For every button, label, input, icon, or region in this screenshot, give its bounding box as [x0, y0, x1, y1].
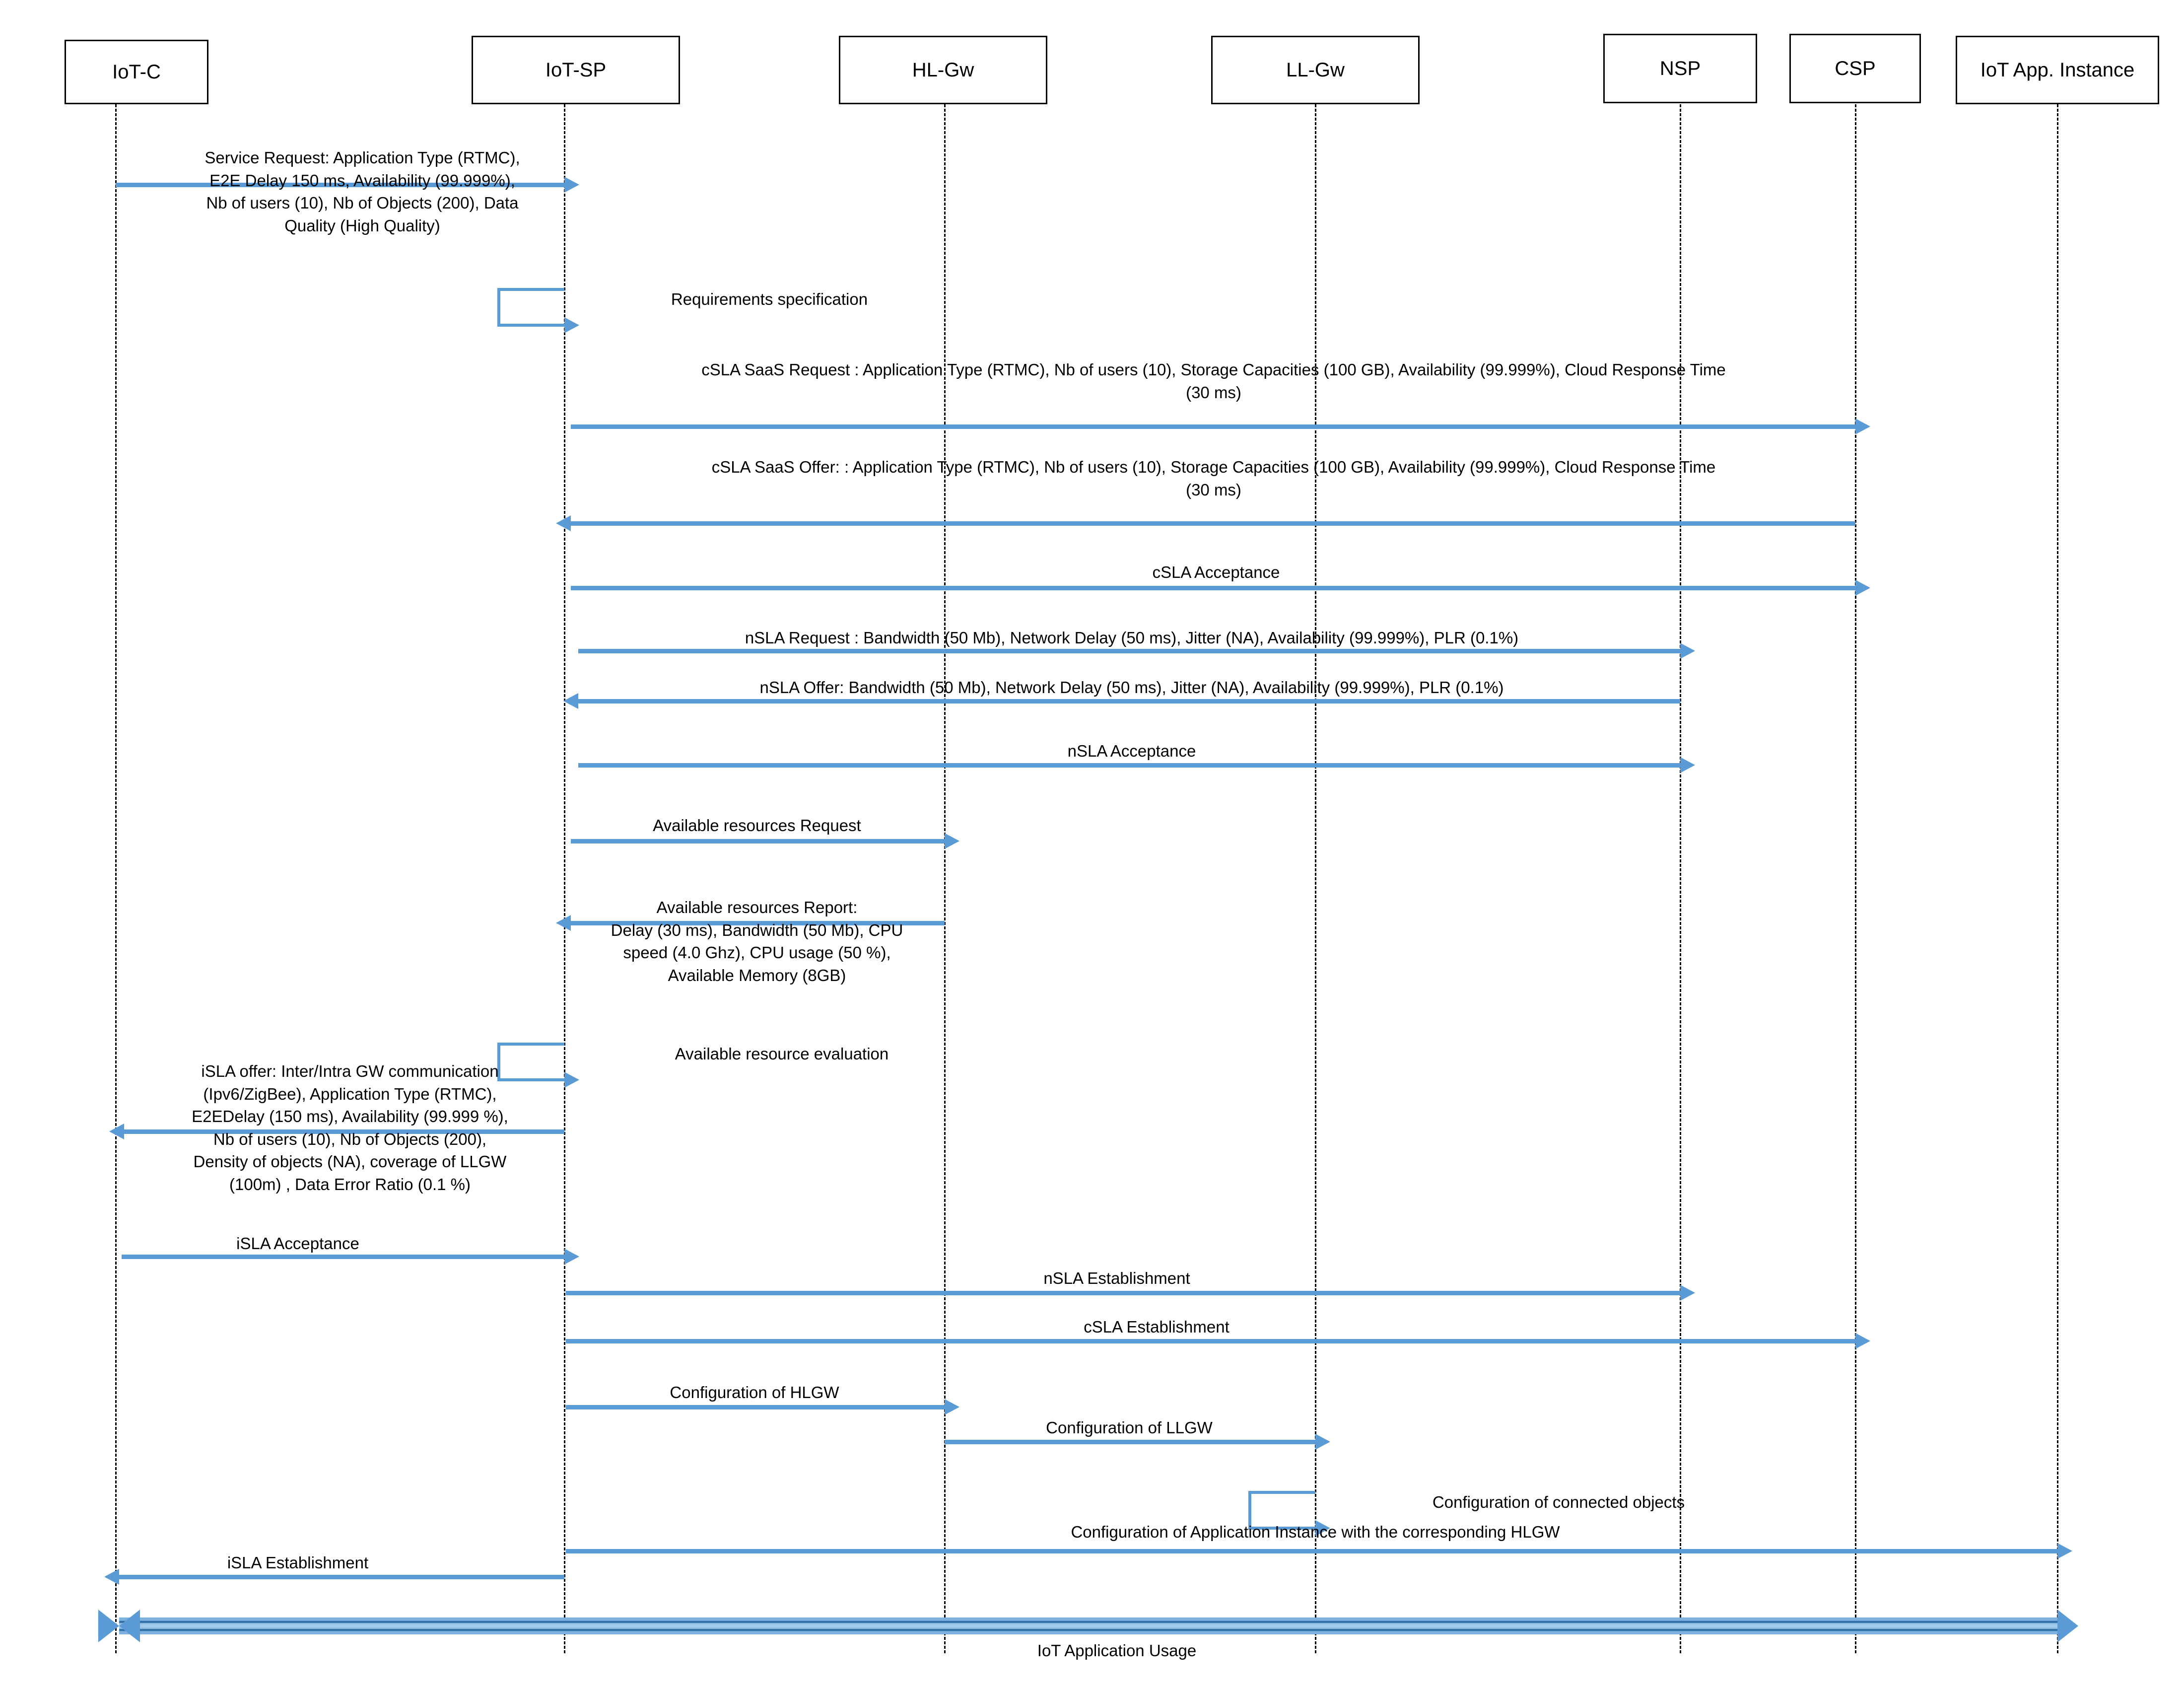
message-shaft: [566, 1405, 945, 1409]
actor-box-iot-sp[interactable]: IoT-SP: [472, 36, 680, 104]
arrowhead-left-icon: [563, 693, 578, 709]
self-message-side-segment: [497, 1043, 500, 1081]
arrowhead-right-icon: [1680, 1285, 1695, 1301]
message-shaft: [566, 1339, 1855, 1343]
available-resources-report-message-label: Available resources Report: Delay (30 ms…: [611, 898, 903, 985]
actor-label-csp: CSP: [1835, 58, 1876, 79]
arrowhead-right-icon: [1855, 419, 1870, 434]
actor-box-ll-gw[interactable]: LL-Gw: [1211, 36, 1420, 104]
csla-saas-request-message-label: cSLA SaaS Request : Application Type (RT…: [701, 360, 1726, 402]
self-message-top-segment: [497, 288, 564, 291]
iot-application-usage-message-label: IoT Application Usage: [1037, 1641, 1197, 1660]
lifeline-app: [2057, 104, 2058, 1653]
configuration-of-connected-objects-self-message[interactable]: [1248, 1491, 1330, 1536]
arrowhead-right-icon: [945, 833, 959, 849]
requirements-specification-self-message-label: Requirements specification: [671, 290, 868, 308]
arrowhead-right-icon: [2057, 1543, 2072, 1559]
message-shaft: [571, 521, 1855, 526]
arrowhead-left-icon: [556, 915, 571, 931]
message-shaft: [566, 1549, 2057, 1553]
actor-box-nsp[interactable]: NSP: [1603, 34, 1757, 103]
actor-label-app: IoT App. Instance: [1980, 59, 2135, 81]
message-shaft: [571, 424, 1855, 429]
arrowhead-right-icon: [1855, 1333, 1870, 1349]
nsla-request-message-label: nSLA Request : Bandwidth (50 Mb), Networ…: [745, 629, 1519, 647]
configuration-of-connected-objects-self-message-label: Configuration of connected objects: [1432, 1493, 1685, 1511]
message-shaft: [571, 586, 1855, 590]
arrowhead-right-icon: [564, 1249, 579, 1265]
available-resources-request-message-label: Available resources Request: [653, 816, 861, 835]
isla-offer-message-label: iSLA offer: Inter/Intra GW communication…: [192, 1062, 508, 1194]
self-message-side-segment: [497, 288, 500, 327]
requirements-specification-self-message[interactable]: [497, 288, 579, 333]
arrowhead-right-icon: [2057, 1610, 2078, 1642]
configuration-of-llgw-message-label: Configuration of LLGW: [1046, 1418, 1213, 1437]
self-message-top-segment: [1248, 1491, 1315, 1494]
message-shaft: [578, 699, 1680, 703]
csla-acceptance-message-label: cSLA Acceptance: [1152, 563, 1280, 581]
message-shaft: [119, 1618, 2057, 1634]
arrowhead-right-icon: [564, 177, 579, 193]
message-shaft: [566, 1291, 1680, 1295]
arrowhead-right-icon: [564, 1072, 579, 1088]
actor-label-iot-sp: IoT-SP: [545, 59, 607, 81]
lifeline-ll-gw: [1315, 104, 1316, 1653]
lifeline-nsp: [1680, 104, 1681, 1653]
arrowhead-left-icon: [104, 1569, 119, 1585]
actor-box-iot-c[interactable]: IoT-C: [65, 40, 208, 104]
arrowhead-left-icon: [556, 515, 571, 531]
actor-label-iot-c: IoT-C: [112, 61, 161, 83]
message-shaft: [122, 1255, 564, 1259]
actor-box-csp[interactable]: CSP: [1789, 34, 1921, 103]
arrowhead-left-icon: [98, 1610, 140, 1642]
service-request-message-label: Service Request: Application Type (RTMC)…: [205, 148, 520, 235]
self-message-bottom-segment: [1248, 1527, 1315, 1530]
arrowhead-right-icon: [945, 1399, 959, 1415]
message-shaft: [578, 763, 1680, 768]
arrowhead-right-icon: [1680, 757, 1695, 773]
lifeline-iot-c: [115, 104, 117, 1653]
message-shaft: [124, 1129, 564, 1134]
nsla-acceptance-message-label: nSLA Acceptance: [1067, 742, 1196, 760]
self-message-side-segment: [1248, 1491, 1251, 1530]
arrowhead-right-icon: [1315, 1434, 1330, 1450]
lifeline-iot-sp: [564, 104, 565, 1653]
actor-box-hl-gw[interactable]: HL-Gw: [839, 36, 1047, 104]
message-shaft: [578, 649, 1680, 653]
lifeline-hl-gw: [944, 104, 946, 1653]
message-shaft: [945, 1440, 1315, 1444]
nsla-offer-message-label: nSLA Offer: Bandwidth (50 Mb), Network D…: [759, 678, 1504, 697]
self-message-top-segment: [497, 1043, 564, 1046]
arrowhead-left-icon: [109, 1124, 124, 1139]
csla-saas-offer-message-label: cSLA SaaS Offer: : Application Type (RTM…: [711, 458, 1716, 499]
actor-box-app[interactable]: IoT App. Instance: [1956, 36, 2159, 104]
configuration-of-hlgw-message-label: Configuration of HLGW: [670, 1383, 839, 1402]
message-shaft: [116, 183, 564, 187]
self-message-bottom-segment: [497, 1078, 564, 1081]
actor-label-hl-gw: HL-Gw: [912, 59, 974, 81]
configuration-of-application-instance-message-label: Configuration of Application Instance wi…: [1071, 1523, 1560, 1541]
self-message-bottom-segment: [497, 324, 564, 327]
isla-acceptance-message-label: iSLA Acceptance: [236, 1234, 359, 1253]
actor-label-ll-gw: LL-Gw: [1286, 59, 1345, 81]
arrowhead-right-icon: [564, 317, 579, 333]
message-shaft: [571, 921, 945, 925]
message-shaft: [571, 839, 945, 844]
arrowhead-right-icon: [1315, 1520, 1330, 1536]
csla-establishment-message-label: cSLA Establishment: [1084, 1318, 1229, 1336]
isla-establishment-message-label: iSLA Establishment: [227, 1553, 369, 1572]
available-resource-evaluation-self-message-label: Available resource evaluation: [675, 1045, 889, 1063]
available-resource-evaluation-self-message[interactable]: [497, 1043, 579, 1088]
arrowhead-right-icon: [1855, 580, 1870, 596]
actor-label-nsp: NSP: [1659, 58, 1701, 79]
message-shaft: [119, 1575, 564, 1579]
lifeline-csp: [1855, 104, 1856, 1653]
nsla-establishment-message-label: nSLA Establishment: [1043, 1269, 1190, 1287]
arrowhead-right-icon: [1680, 643, 1695, 659]
